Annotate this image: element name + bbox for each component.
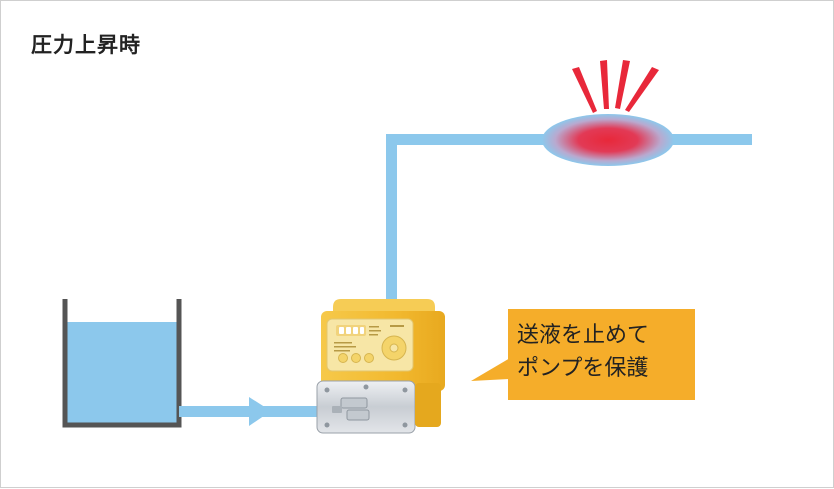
page-title: 圧力上昇時 <box>31 33 141 57</box>
pipe-pressure-bulge <box>542 114 674 166</box>
tank-wall <box>62 299 182 428</box>
pump-head-bolts <box>324 384 408 428</box>
callout-pointer <box>471 358 510 381</box>
tank <box>62 299 182 428</box>
callout-bubble <box>471 309 695 400</box>
pump-panel-print <box>334 325 404 352</box>
callout-line-2: ポンプを保護 <box>517 356 649 381</box>
callout-box <box>508 309 695 400</box>
callout-text: 送液を止めて ポンプを保護 <box>517 319 689 385</box>
pump-buttons <box>338 335 407 363</box>
pump-lcd-digits <box>339 327 364 334</box>
tank-water <box>65 322 179 423</box>
outlet-pipe <box>386 114 752 309</box>
flow-arrow-icon <box>249 397 271 426</box>
pump-icon <box>316 299 445 434</box>
outlet-pipe-vertical <box>386 134 397 309</box>
pump-side <box>415 383 441 427</box>
pump-fittings <box>332 397 370 421</box>
pressure-burst-icon <box>572 60 659 113</box>
inlet-pipe <box>179 397 319 426</box>
callout-line-1: 送液を止めて <box>517 323 650 348</box>
